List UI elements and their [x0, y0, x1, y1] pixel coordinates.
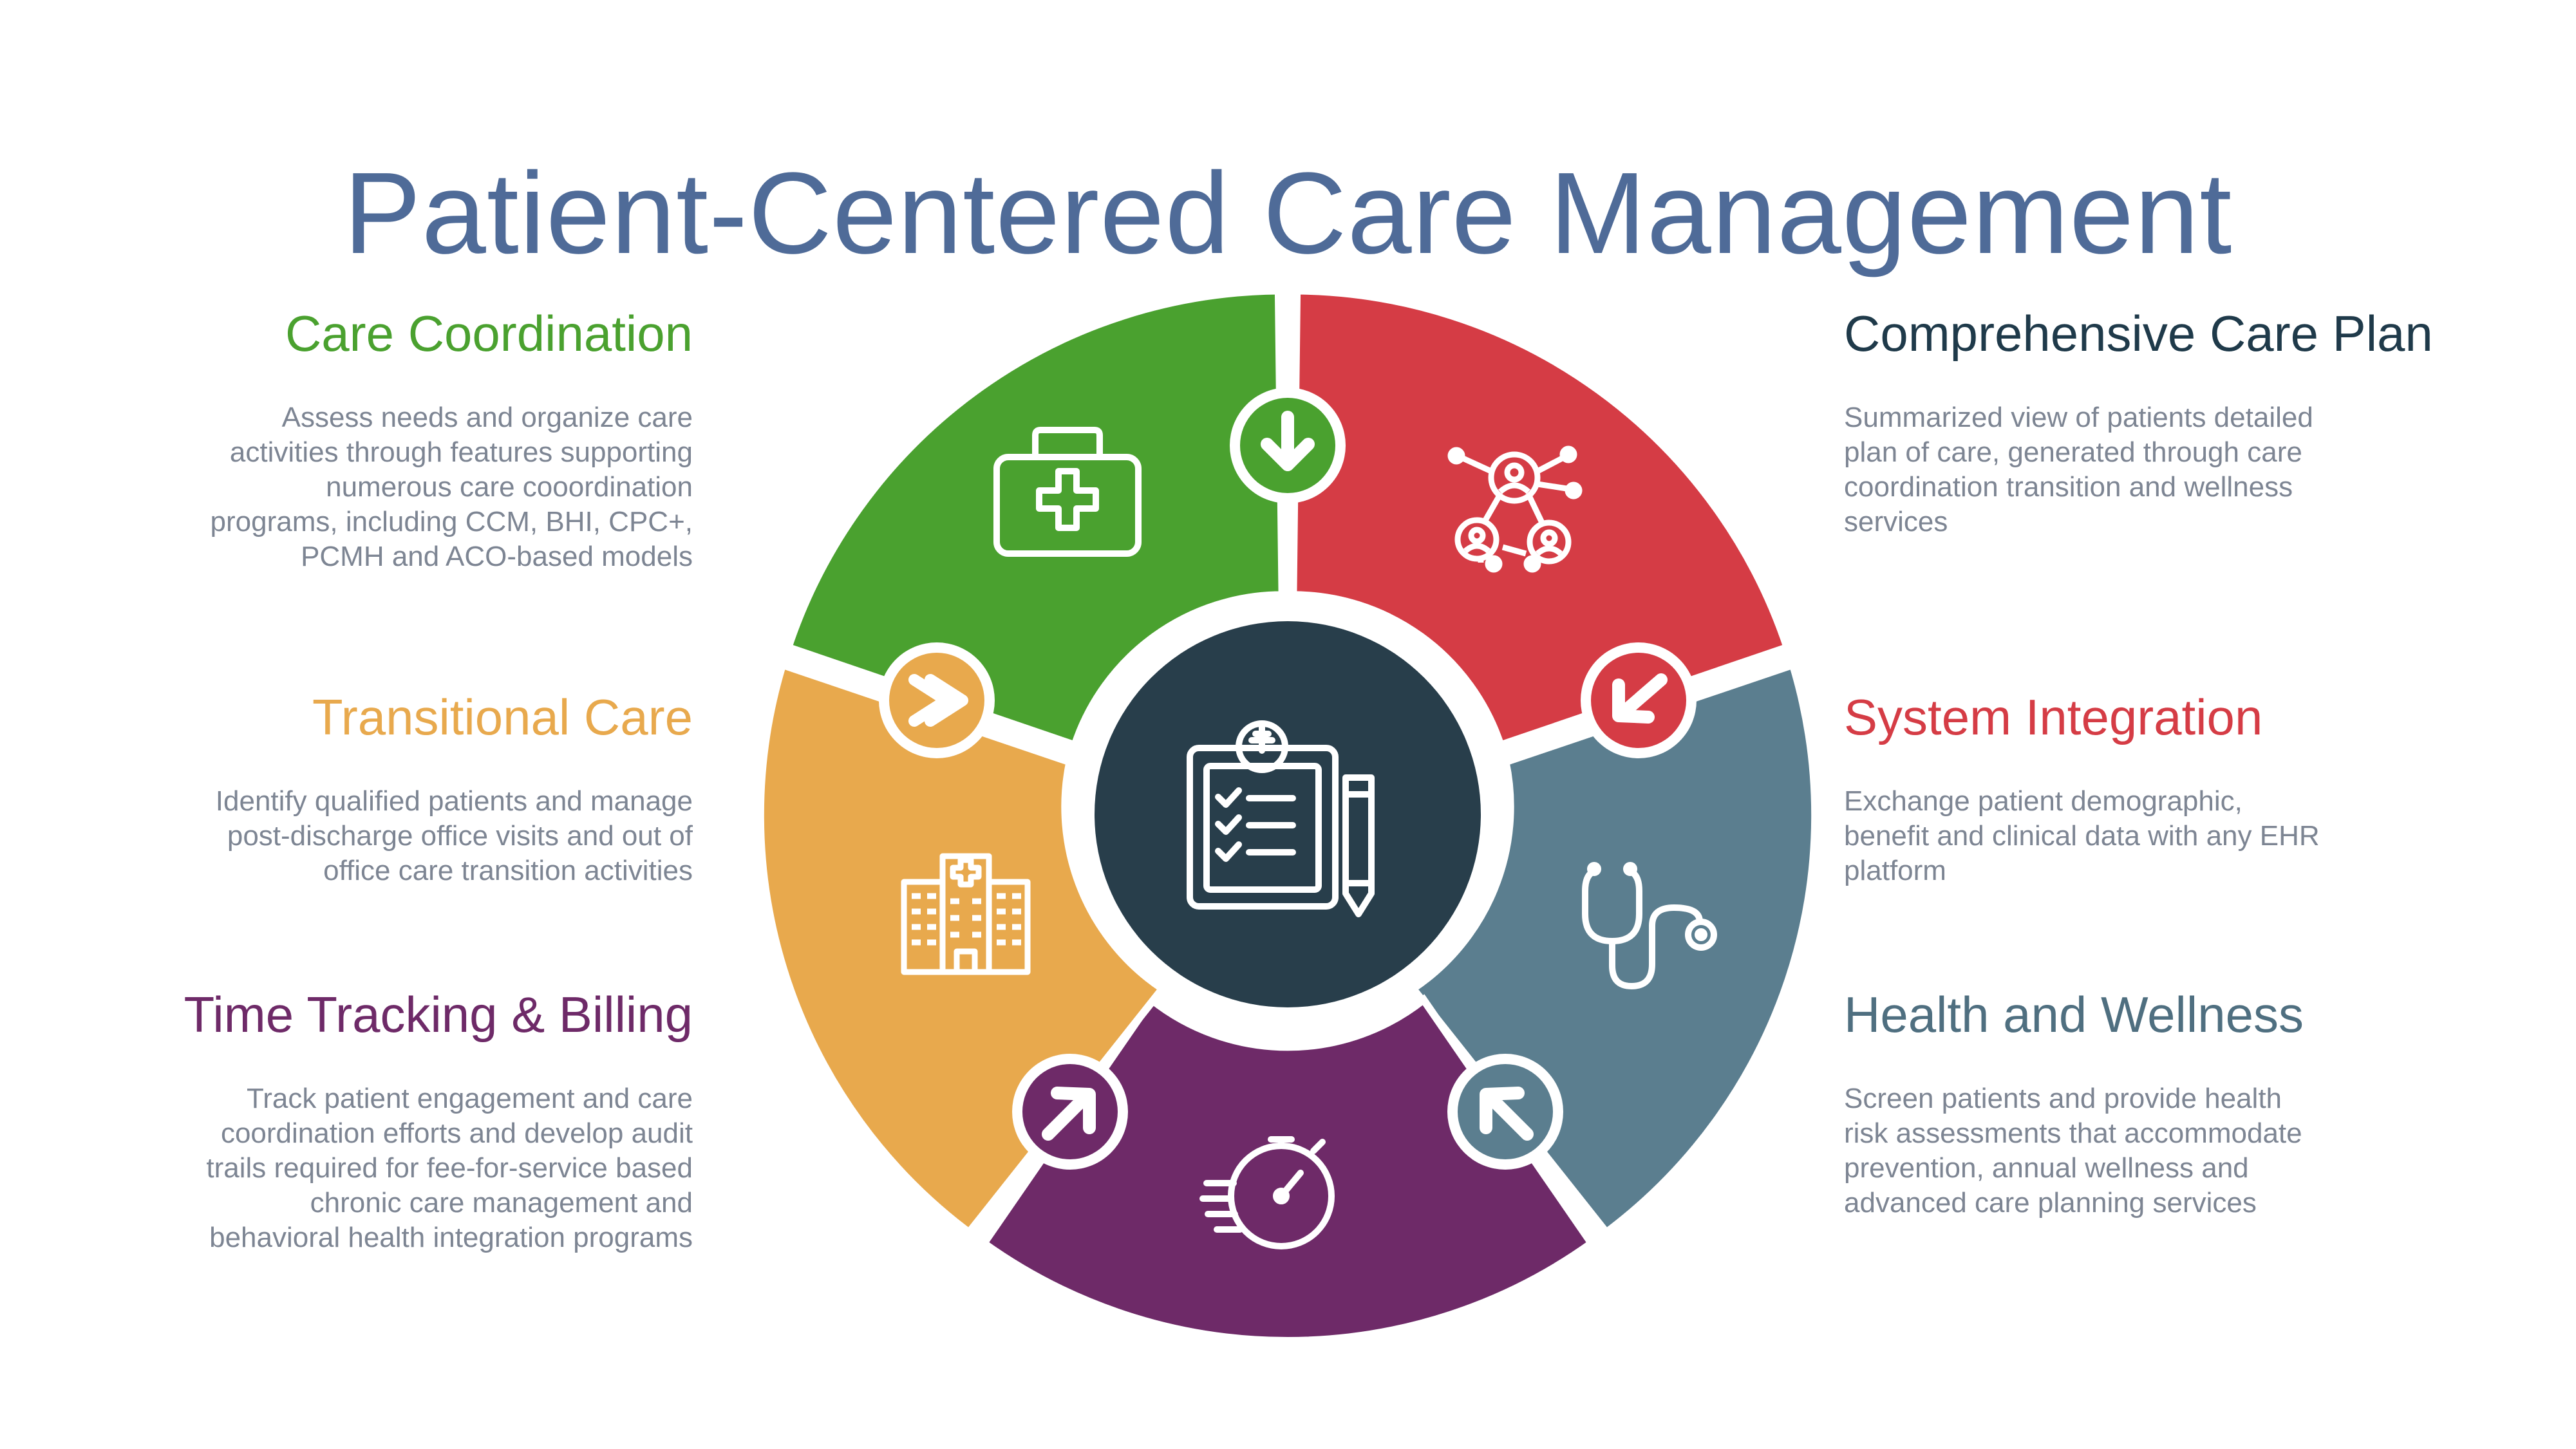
arrow-up-right-icon — [1012, 1054, 1128, 1170]
care-coordination-block: Care Coordination Assess needs and organ… — [49, 305, 693, 574]
time-tracking-block: Time Tracking & Billing Track patient en… — [49, 986, 693, 1255]
system-integration-block: System Integration Exchange patient demo… — [1844, 691, 2526, 888]
comprehensive-care-plan-title: Comprehensive Care Plan — [1844, 305, 2433, 362]
transitional-care-block: Transitional Care Identify qualified pat… — [49, 691, 693, 888]
system-integration-title: System Integration — [1844, 689, 2263, 745]
patient-network-icon — [1447, 445, 1583, 573]
care-coordination-description: Assess needs and organize care activitie… — [210, 401, 693, 572]
time-tracking-description: Track patient engagement and care coordi… — [206, 1082, 693, 1253]
hospital-icon — [901, 853, 1031, 975]
comprehensive-care-plan-description: Summarized view of patients detailed pla… — [1844, 401, 2313, 538]
medical-kit-icon — [993, 427, 1142, 557]
center-circle — [1095, 621, 1481, 1007]
transitional-care-description: Identify qualified patients and manage p… — [215, 785, 693, 886]
health-wellness-block: Health and Wellness Screen patients and … — [1844, 986, 2526, 1220]
transitional-care-title: Transitional Care — [312, 689, 693, 745]
stopwatch-icon — [1199, 1136, 1335, 1249]
time-tracking-title: Time Tracking & Billing — [183, 986, 693, 1043]
segment-time-tracking — [978, 994, 1597, 1345]
system-integration-description: Exchange patient demographic, benefit an… — [1844, 785, 2320, 886]
clipboard-checklist-icon — [1187, 720, 1375, 917]
health-wellness-description: Screen patients and provide health risk … — [1844, 1082, 2302, 1219]
health-wellness-title: Health and Wellness — [1844, 986, 2304, 1043]
stethoscope-icon — [1582, 862, 1717, 990]
arrow-down-icon — [1230, 388, 1346, 503]
comprehensive-care-plan-block: Comprehensive Care Plan Summarized view … — [1844, 305, 2526, 539]
arrow-up-left-icon — [1447, 1054, 1563, 1170]
arrow-right-icon — [879, 642, 995, 758]
segment-care-coordination — [783, 286, 1286, 751]
care-coordination-title: Care Coordination — [285, 305, 693, 362]
page-title: Patient-Centered Care Management — [343, 148, 2233, 278]
arrow-down-left-icon — [1581, 642, 1697, 758]
